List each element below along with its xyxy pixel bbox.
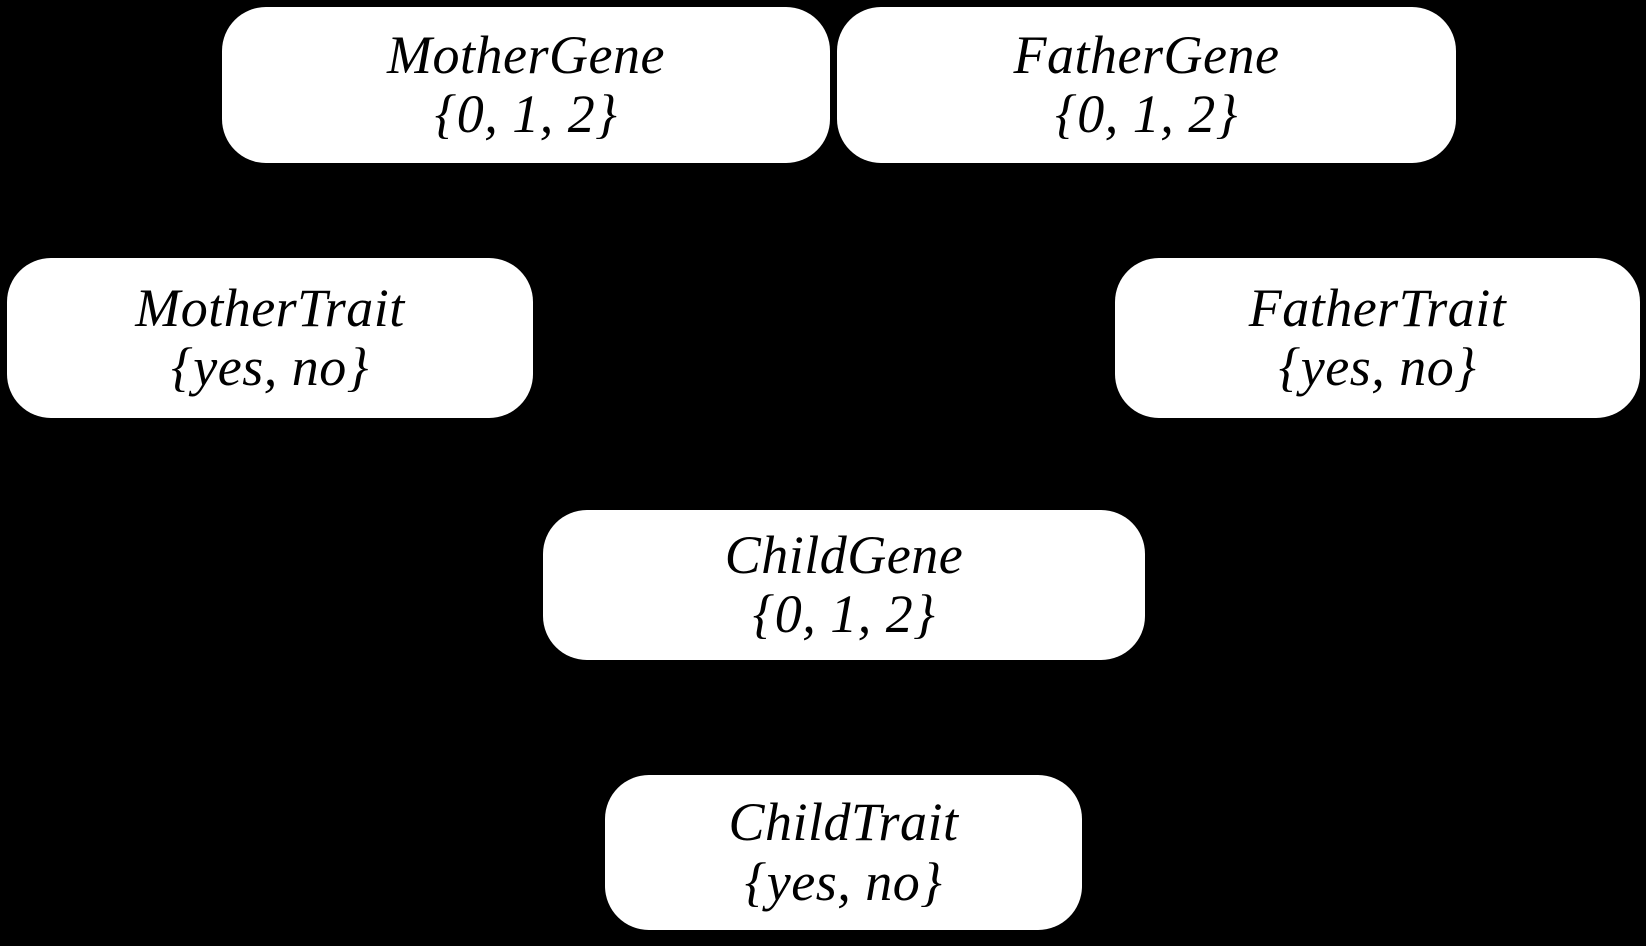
node-mother-trait-domain: {yes, no} — [171, 337, 369, 397]
node-child-gene[interactable]: ChildGene {0, 1, 2} — [543, 510, 1145, 660]
node-mother-gene-domain: {0, 1, 2} — [434, 84, 618, 144]
node-father-trait-domain: {yes, no} — [1278, 337, 1477, 397]
node-father-gene-label: FatherGene — [1013, 24, 1280, 85]
node-mother-gene[interactable]: MotherGene {0, 1, 2} — [222, 7, 830, 163]
node-child-trait[interactable]: ChildTrait {yes, no} — [605, 775, 1082, 930]
node-mother-trait-label: MotherTrait — [135, 277, 405, 338]
node-child-trait-label: ChildTrait — [728, 792, 959, 853]
node-father-trait-label: FatherTrait — [1248, 277, 1507, 338]
node-father-gene[interactable]: FatherGene {0, 1, 2} — [837, 7, 1456, 163]
node-mother-gene-label: MotherGene — [387, 24, 665, 85]
node-child-gene-label: ChildGene — [724, 524, 964, 585]
node-mother-trait[interactable]: MotherTrait {yes, no} — [7, 258, 533, 418]
node-child-trait-domain: {yes, no} — [744, 851, 943, 912]
node-father-gene-domain: {0, 1, 2} — [1055, 84, 1238, 144]
node-father-trait[interactable]: FatherTrait {yes, no} — [1115, 258, 1640, 418]
node-child-gene-domain: {0, 1, 2} — [752, 584, 936, 644]
